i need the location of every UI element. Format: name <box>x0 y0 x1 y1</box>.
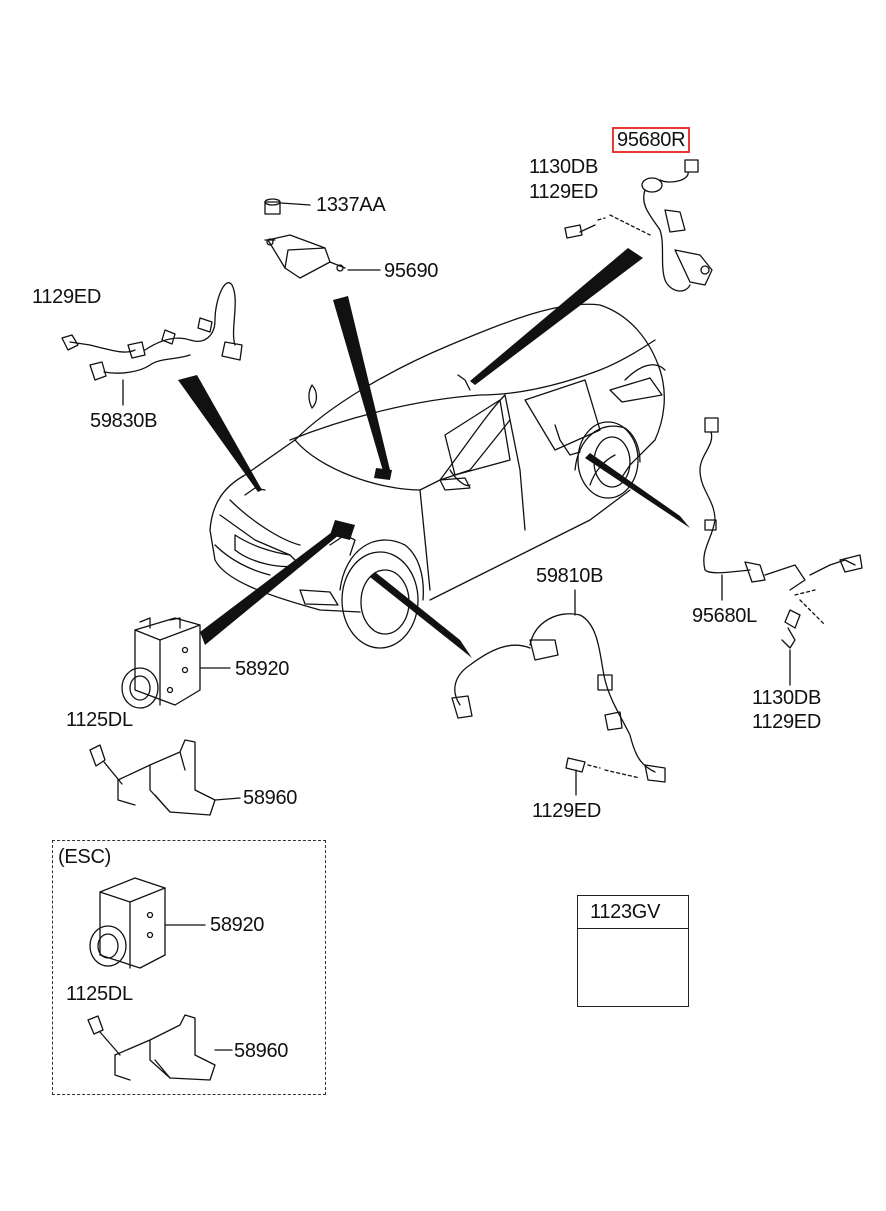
rear-left-sensor-wire <box>457 374 471 391</box>
wheel-sensor-59830B <box>61 282 243 406</box>
label-1123GV[interactable]: 1123GV <box>590 901 661 923</box>
label-1337AA[interactable]: 1337AA <box>316 194 386 216</box>
label-95680L[interactable]: 95680L <box>692 605 757 627</box>
label-1129ED-right[interactable]: 1129ED <box>752 711 821 733</box>
label-1130DB-top[interactable]: 1130DB <box>529 156 598 178</box>
esc-bracket-58960 <box>87 1014 233 1081</box>
front-left-sensor-wire <box>244 487 266 496</box>
label-esc-1125DL[interactable]: 1125DL <box>66 983 133 1005</box>
wheel-sensor-95680L <box>699 417 863 686</box>
label-1125DL[interactable]: 1125DL <box>66 709 133 731</box>
label-95690[interactable]: 95690 <box>384 260 439 282</box>
yaw-sensor-95690 <box>264 198 381 279</box>
label-esc-58960[interactable]: 58960 <box>234 1040 289 1062</box>
part-table-1123GV <box>577 895 689 1007</box>
callout-wedges <box>178 248 690 658</box>
label-1130DB-right[interactable]: 1130DB <box>752 687 821 709</box>
car-body <box>209 303 666 613</box>
label-esc-title: (ESC) <box>58 846 111 868</box>
esc-hecu-58920 <box>89 877 206 969</box>
label-59830B[interactable]: 59830B <box>90 410 158 432</box>
label-esc-58920[interactable]: 58920 <box>210 914 265 936</box>
label-59810B[interactable]: 59810B <box>536 565 604 587</box>
rear-right-sensor-wire <box>554 424 581 456</box>
hecu-58920 <box>121 617 231 709</box>
front-wheel <box>339 539 424 649</box>
label-58960[interactable]: 58960 <box>243 787 298 809</box>
label-58920[interactable]: 58920 <box>235 658 290 680</box>
label-95680R[interactable]: 95680R <box>612 127 691 153</box>
label-1129ED-left[interactable]: 1129ED <box>32 286 101 308</box>
bracket-58960 <box>89 739 241 816</box>
label-1129ED-bottom[interactable]: 1129ED <box>532 800 601 822</box>
wheel-sensor-59810B <box>451 589 666 796</box>
esc-box <box>52 840 326 1095</box>
label-1129ED-top[interactable]: 1129ED <box>529 181 598 203</box>
wheel-sensor-95680R <box>564 159 713 292</box>
